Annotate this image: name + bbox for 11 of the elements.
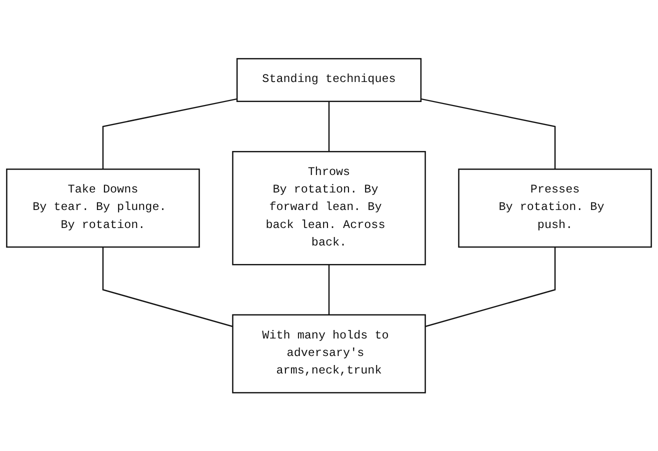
node-box: Take Downs By tear. By plunge. By rotation. bbox=[6, 168, 200, 248]
connector bbox=[328, 264, 330, 315]
node-box: Throws By rotation. By forward lean. By back lean. Across back. bbox=[232, 150, 426, 266]
connector bbox=[425, 246, 556, 327]
node-box: With many holds to adversary's arms,neck,trunk bbox=[232, 314, 426, 394]
node-box: Presses By rotation. By push. bbox=[458, 168, 652, 248]
connector bbox=[102, 246, 233, 327]
connector bbox=[420, 98, 556, 169]
node-box: Standing techniques bbox=[236, 58, 422, 102]
connector bbox=[102, 98, 238, 169]
connector bbox=[328, 101, 330, 152]
